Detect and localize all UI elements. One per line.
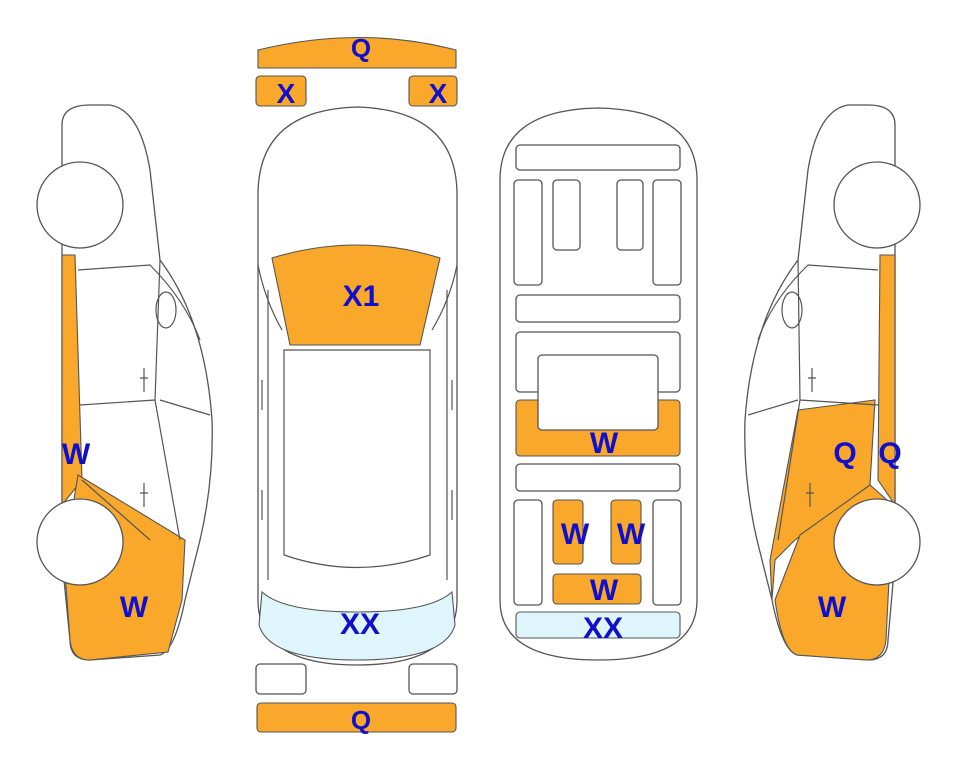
seat-left-part[interactable] <box>552 499 584 565</box>
front-light-left-part[interactable] <box>255 75 307 107</box>
label-right-door: Q <box>833 437 856 470</box>
car-floor-view <box>499 107 698 661</box>
front-bumper-part[interactable] <box>257 37 457 69</box>
label-right-pillar: Q <box>878 437 901 470</box>
label-right-rear: W <box>818 591 847 624</box>
label-seat-left: W <box>561 518 590 551</box>
floor-rear-part[interactable] <box>552 573 642 605</box>
hood-part[interactable] <box>271 244 441 346</box>
label-floor-center: W <box>590 427 619 460</box>
label-hood: X1 <box>343 280 380 313</box>
seat-right-part[interactable] <box>610 499 642 565</box>
label-left-rear-side: W <box>120 591 149 624</box>
label-floor-trunk: XX <box>583 612 623 645</box>
rear-bumper-part[interactable] <box>256 702 457 733</box>
car-left-side-view <box>36 104 213 661</box>
label-front-bumper: Q <box>351 33 371 63</box>
label-rear-window: XX <box>340 608 380 641</box>
label-front-light-left: X <box>277 78 296 109</box>
rear-light-left[interactable] <box>255 663 307 695</box>
floor-trunk-part[interactable] <box>515 611 681 639</box>
label-front-light-right: X <box>429 78 448 109</box>
damage-labels: Q X X X1 XX Q W W W W W W XX Q Q W <box>62 33 902 735</box>
label-seat-right: W <box>617 518 646 551</box>
car-right-side-view <box>744 104 921 661</box>
label-left-front-side: W <box>62 438 91 471</box>
roof-outline <box>283 349 431 569</box>
rear-window-part[interactable] <box>258 590 456 661</box>
label-rear-bumper: Q <box>351 705 371 735</box>
label-floor-rear: W <box>590 574 619 607</box>
front-light-right-part[interactable] <box>408 75 458 107</box>
rear-light-right[interactable] <box>408 663 458 695</box>
car-top-view <box>257 106 458 666</box>
right-door-part[interactable] <box>769 399 876 601</box>
car-top-body <box>257 106 458 666</box>
